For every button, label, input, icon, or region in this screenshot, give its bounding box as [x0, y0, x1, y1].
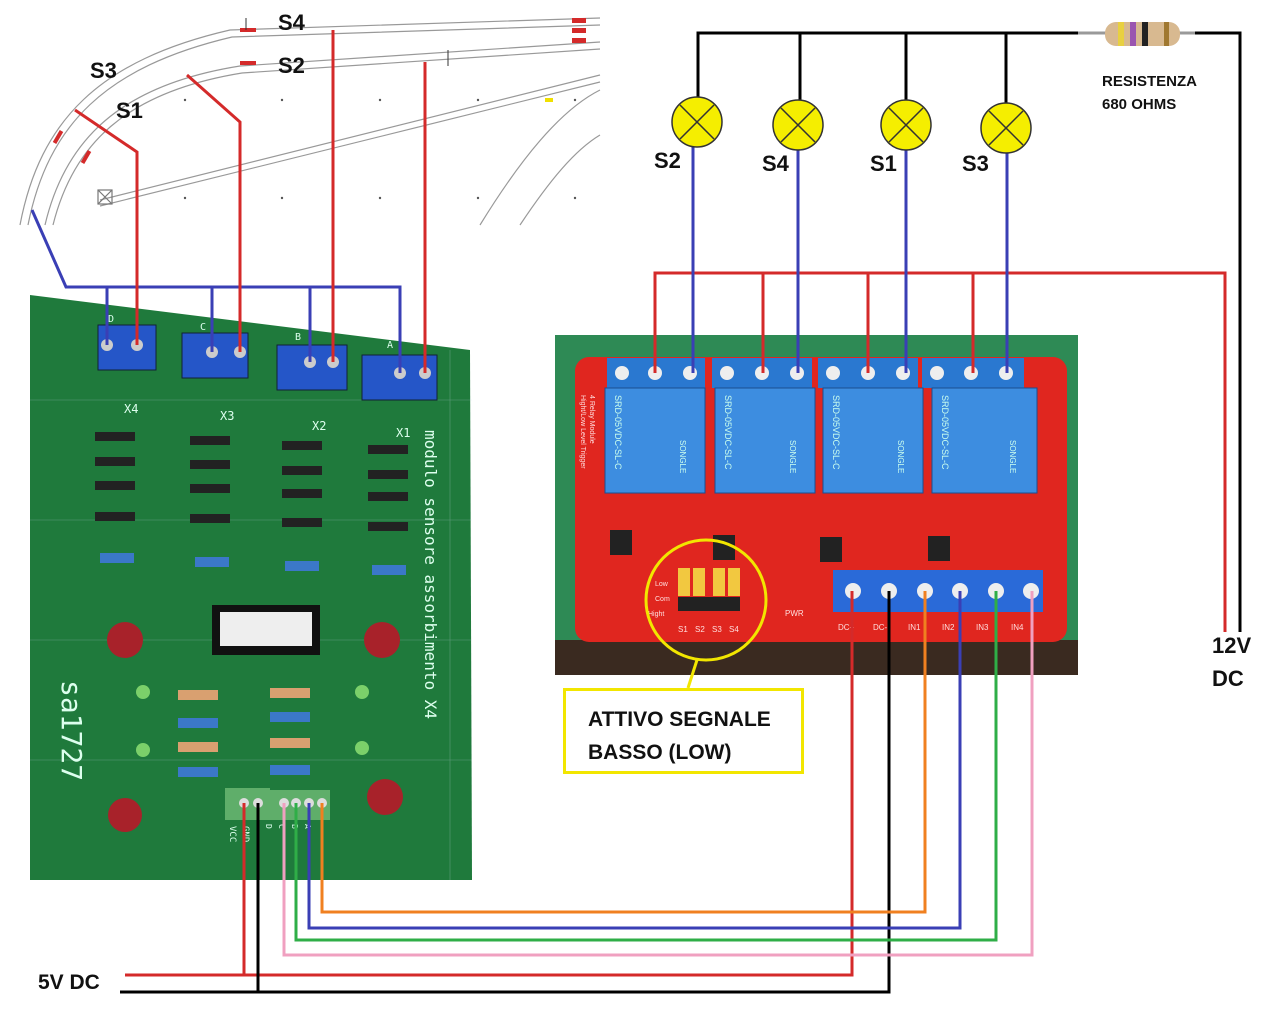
jumper-s4: S4 [729, 625, 739, 634]
pin-in4: IN4 [1011, 623, 1024, 632]
terminal-label-x4: X4 [124, 402, 138, 416]
pin-dc-plus: DC+ [838, 623, 855, 632]
wire-blue-in2 [307, 591, 962, 930]
track-dots [183, 98, 577, 200]
terminal-label-x3: X3 [220, 409, 234, 423]
lamp-icon [880, 99, 932, 151]
resistor-value: 680 OHMS [1102, 96, 1176, 113]
note-box: ATTIVO SEGNALE BASSO (LOW) [563, 688, 804, 774]
sensor-board: X4 X3 X2 X1 D C B A modulo sensore assor… [30, 295, 472, 880]
pin-out-d: D [264, 824, 273, 829]
jumper-row-low: Low [655, 581, 669, 588]
leds [136, 685, 369, 757]
note-line-2: BASSO (LOW) [588, 741, 732, 764]
supply-12v-label: 12V [1212, 633, 1251, 658]
relay-model-3: SRD-05VDC-SL-C [831, 395, 841, 470]
pin-dc-minus: DC- [873, 623, 888, 632]
channel-b: B [295, 332, 301, 343]
resistor-label: RESISTENZA [1102, 73, 1197, 90]
input-terminal-block [833, 570, 1043, 612]
board-brand: sa1727 [55, 680, 88, 781]
track-label-s3: S3 [90, 58, 117, 83]
track-label-s4: S4 [278, 10, 306, 35]
board-title: modulo sensore assorbimento X4 [421, 430, 440, 719]
track-layout [19, 17, 601, 226]
relay-title-1: 4 Relay Module [588, 395, 595, 444]
pin-in3: IN3 [976, 623, 989, 632]
relay-board: SRD-05VDC-SL-C SRD-05VDC-SL-C SRD-05VDC-… [555, 335, 1078, 675]
diodes [95, 432, 408, 531]
lamp-label-s2: S2 [654, 148, 681, 173]
note-line-1: ATTIVO SEGNALE [588, 708, 771, 731]
relay-model-1: SRD-05VDC-SL-C [613, 395, 623, 470]
wire-orange [320, 591, 927, 914]
pin-vcc: VCC [227, 826, 237, 842]
lamp-label-s3: S3 [962, 151, 989, 176]
wire-red-12v [653, 271, 1227, 632]
wires [30, 30, 1242, 994]
lamp-icon [980, 102, 1032, 154]
jumper-s1: S1 [678, 625, 688, 634]
jumper-highlight-circle [644, 538, 768, 662]
capacitors [107, 622, 403, 832]
jumper-row-high: Hight [648, 611, 664, 618]
terminal-label-x2: X2 [312, 419, 326, 433]
supply-5v-label: 5V DC [38, 971, 100, 994]
jumper-s2: S2 [695, 625, 705, 634]
jumper-s3: S3 [712, 625, 722, 634]
lamp-icon [671, 96, 723, 148]
lamp-icon [772, 99, 824, 151]
resistors [100, 553, 406, 777]
wire-pink [282, 591, 1034, 957]
wire-green [294, 591, 998, 942]
track-label-s2: S2 [278, 53, 305, 78]
jumper-row-com: Com [655, 596, 670, 603]
track-insulators [52, 18, 586, 165]
relay-title-2: Hight/Low Level Trigger [579, 395, 586, 469]
track-label-s1: S1 [116, 98, 143, 123]
relay-brand-4: SONGLE [1008, 440, 1017, 473]
relay-brand-3: SONGLE [896, 440, 905, 473]
lamp-label-s4: S4 [762, 151, 790, 176]
relay-model-2: SRD-05VDC-SL-C [723, 395, 733, 470]
relay-brand-1: SONGLE [678, 440, 687, 473]
pin-in2: IN2 [942, 623, 955, 632]
wire-black-12v [696, 31, 1090, 122]
channel-c: C [200, 322, 206, 333]
resistor-icon [1078, 22, 1195, 46]
pin-out-c: C [277, 824, 286, 829]
lamp-label-s1: S1 [870, 151, 897, 176]
wire-blue-common [30, 209, 402, 373]
supply-12v-dc: DC [1212, 666, 1244, 691]
terminal-label-x1: X1 [396, 426, 410, 440]
channel-d: D [108, 314, 114, 325]
lamps [671, 96, 1032, 154]
relay-model-4: SRD-05VDC-SL-C [940, 395, 950, 470]
pin-in1: IN1 [908, 623, 921, 632]
relay-brand-2: SONGLE [788, 440, 797, 473]
channel-a: A [387, 340, 393, 351]
pwr-label: PWR [785, 609, 804, 618]
